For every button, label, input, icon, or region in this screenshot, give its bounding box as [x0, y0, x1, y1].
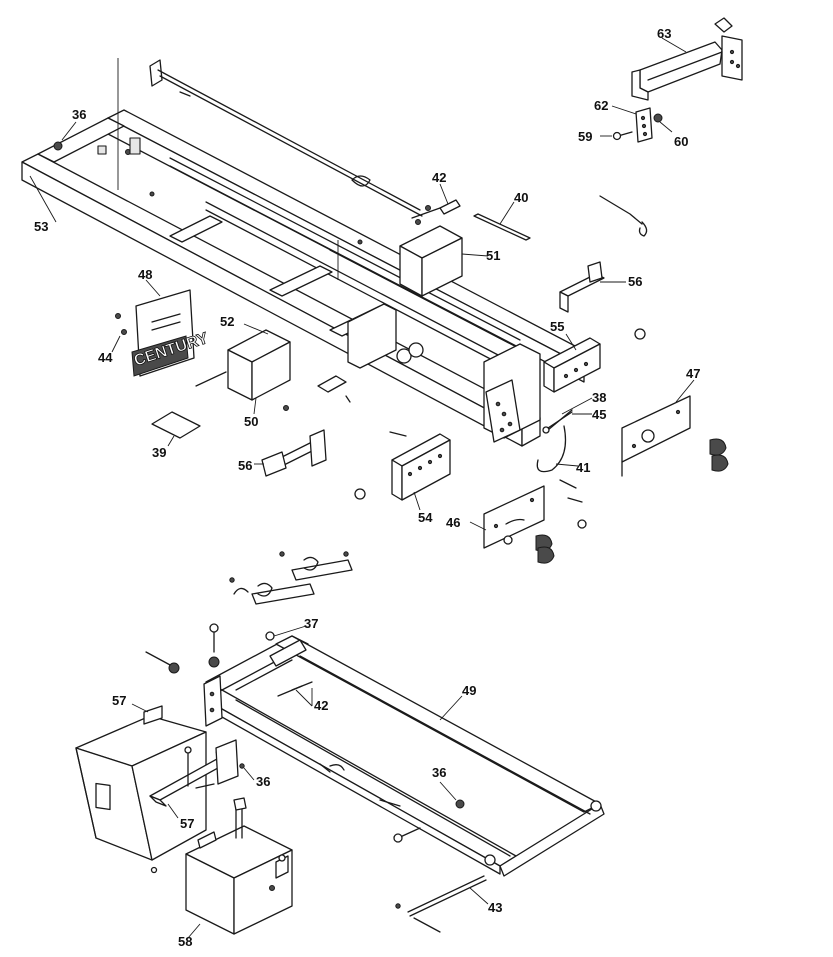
- part-39-pad: [151, 411, 201, 439]
- callout-52: 52: [220, 314, 234, 329]
- callout-42-top: 42: [432, 170, 446, 185]
- callout-56-right: 56: [628, 274, 642, 289]
- part-60-nut: [653, 113, 663, 123]
- callout-44: 44: [98, 350, 113, 365]
- callout-60: 60: [674, 134, 688, 149]
- callout-36-bottom: 36: [432, 765, 446, 780]
- part-46-plate: [483, 485, 587, 564]
- part-56-bracket-right: [559, 261, 605, 313]
- callout-56-left: 56: [238, 458, 252, 473]
- part-53-main-frame: [21, 109, 599, 447]
- part-42-pins: [411, 199, 461, 225]
- part-58-tank: [185, 797, 293, 935]
- part-49-lower-frame: [145, 623, 605, 877]
- part-59-bolt: [612, 131, 633, 141]
- callout-62: 62: [594, 98, 608, 113]
- part-55-plate: [543, 328, 646, 393]
- callout-50: 50: [244, 414, 258, 429]
- callout-54: 54: [418, 510, 433, 525]
- slide-assembly-lower: [229, 577, 315, 605]
- slide-assembly-upper: [279, 551, 353, 581]
- part-62-plate: [635, 107, 653, 143]
- part-40-shim: [473, 213, 531, 241]
- callout-49: 49: [462, 683, 476, 698]
- callout-38: 38: [592, 390, 606, 405]
- callout-55: 55: [550, 319, 564, 334]
- part-43-rod: [395, 875, 487, 933]
- callout-48: 48: [138, 267, 152, 282]
- callout-42-bottom: 42: [314, 698, 328, 713]
- part-63-bracket: [631, 17, 743, 101]
- part-47-plate: [621, 395, 729, 472]
- center-mechanism: [347, 303, 541, 443]
- misc-hardware: [53, 141, 623, 503]
- safety-chain-hook: [599, 195, 648, 237]
- callout-45: 45: [592, 407, 606, 422]
- part-57-bracket: [149, 739, 245, 807]
- callout-46: 46: [446, 515, 460, 530]
- callout-63: 63: [657, 26, 671, 41]
- callout-47: 47: [686, 366, 700, 381]
- callout-57-top: 57: [112, 693, 126, 708]
- callout-53: 53: [34, 219, 48, 234]
- part-38-45-pin: [542, 411, 573, 434]
- part-50-receiver-box: [195, 329, 351, 411]
- callout-36-middle: 36: [256, 774, 270, 789]
- callout-41: 41: [576, 460, 590, 475]
- callout-36-top: 36: [72, 107, 86, 122]
- callout-58: 58: [178, 934, 192, 949]
- callout-labels: 63 62 59 60 36 42 40 53 51 56 48 52 55 4…: [34, 26, 700, 949]
- callout-59: 59: [578, 129, 592, 144]
- callout-43: 43: [488, 900, 502, 915]
- part-48-license-plate: CENTURY: [115, 289, 211, 377]
- callout-40: 40: [514, 190, 528, 205]
- leader-lines: [29, 37, 695, 939]
- callout-37: 37: [304, 616, 318, 631]
- callout-51: 51: [486, 248, 500, 263]
- part-51-block: [399, 225, 463, 297]
- part-54-plate: [354, 433, 451, 501]
- part-41-cable: [536, 409, 573, 473]
- part-56-bracket-left: [261, 429, 327, 477]
- callout-57-bottom: 57: [180, 816, 194, 831]
- upper-shaft: [149, 59, 423, 217]
- callout-39: 39: [152, 445, 166, 460]
